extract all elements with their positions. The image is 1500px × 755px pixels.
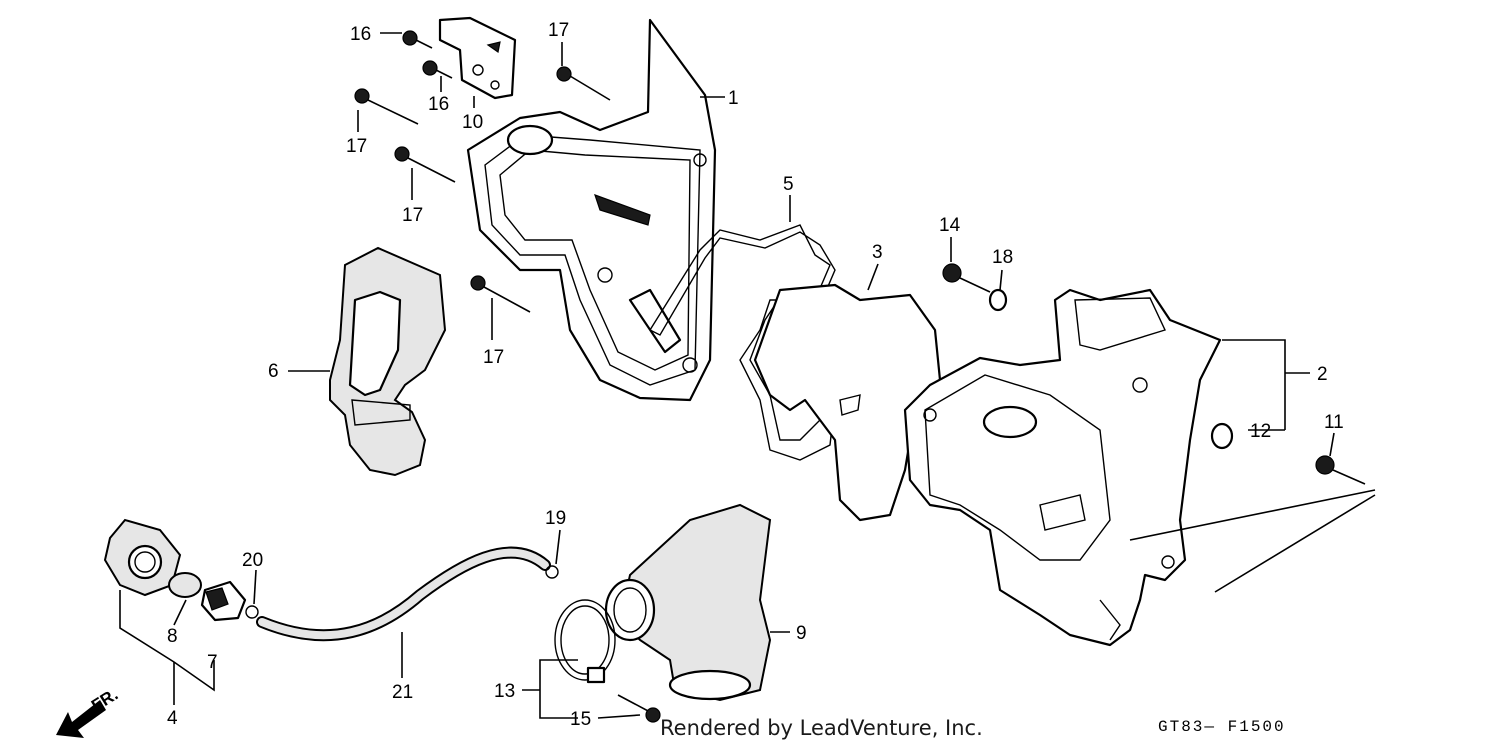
callout-6: 6 bbox=[268, 361, 279, 382]
callout-14: 14 bbox=[939, 215, 961, 236]
part-13-band bbox=[554, 599, 616, 684]
callout-5: 5 bbox=[783, 174, 794, 195]
credit-text: Rendered by LeadVenture, Inc. bbox=[660, 716, 983, 740]
part-19-clip bbox=[545, 565, 559, 579]
diagram-code: GT83— F1500 bbox=[1158, 718, 1286, 736]
callout-20: 20 bbox=[242, 550, 263, 571]
callout-11: 11 bbox=[1324, 412, 1344, 433]
part-17-screw-a bbox=[556, 66, 611, 101]
part-6-duct bbox=[329, 246, 447, 477]
callout-19: 19 bbox=[545, 508, 566, 529]
callout-17: 17 bbox=[548, 20, 569, 41]
callout-9: 9 bbox=[796, 623, 807, 644]
callout-16: 16 bbox=[428, 94, 449, 115]
callout-7: 7 bbox=[207, 652, 218, 673]
part-2-case bbox=[903, 288, 1222, 647]
leader-lines bbox=[119, 32, 1376, 719]
part-8-plug bbox=[168, 572, 202, 598]
callout-17: 17 bbox=[402, 205, 423, 226]
callout-10: 10 bbox=[462, 112, 483, 133]
part-18-washer bbox=[988, 288, 1008, 312]
callout-2: 2 bbox=[1317, 364, 1328, 385]
part-3-element bbox=[753, 283, 942, 522]
front-direction-arrow-icon: FR. bbox=[56, 685, 121, 738]
part-16-screw-b bbox=[422, 60, 453, 79]
callout-4: 4 bbox=[167, 708, 178, 729]
part-11-bolt bbox=[1315, 455, 1366, 485]
part-21-hose bbox=[256, 546, 551, 642]
part-17-screw-b bbox=[354, 88, 419, 125]
callout-17: 17 bbox=[483, 347, 504, 368]
part-16-screw-a bbox=[402, 30, 433, 49]
callout-1: 1 bbox=[728, 88, 739, 109]
callout-3: 3 bbox=[872, 242, 883, 263]
callout-16: 16 bbox=[350, 24, 371, 45]
callout-17: 17 bbox=[346, 136, 367, 157]
part-20-clip bbox=[245, 605, 259, 619]
callout-12: 12 bbox=[1250, 421, 1271, 442]
part-10-bracket bbox=[438, 16, 517, 100]
callout-13: 13 bbox=[494, 681, 515, 702]
callout-numbers: 16 16 10 17 1 17 17 5 3 14 18 17 6 2 12 … bbox=[167, 20, 1344, 730]
part-15-screw bbox=[617, 694, 661, 723]
callout-21: 21 bbox=[392, 682, 413, 703]
part-12-grommet bbox=[1210, 422, 1234, 450]
callout-8: 8 bbox=[167, 626, 178, 647]
callout-18: 18 bbox=[992, 247, 1013, 268]
part-14-bolt bbox=[942, 263, 991, 293]
part-9-tube bbox=[604, 503, 772, 702]
fasteners bbox=[354, 30, 1366, 723]
part-17-screw-d bbox=[470, 275, 531, 313]
part-17-screw-c bbox=[394, 146, 456, 183]
part-7-valve bbox=[200, 580, 247, 622]
callout-15: 15 bbox=[570, 709, 591, 730]
